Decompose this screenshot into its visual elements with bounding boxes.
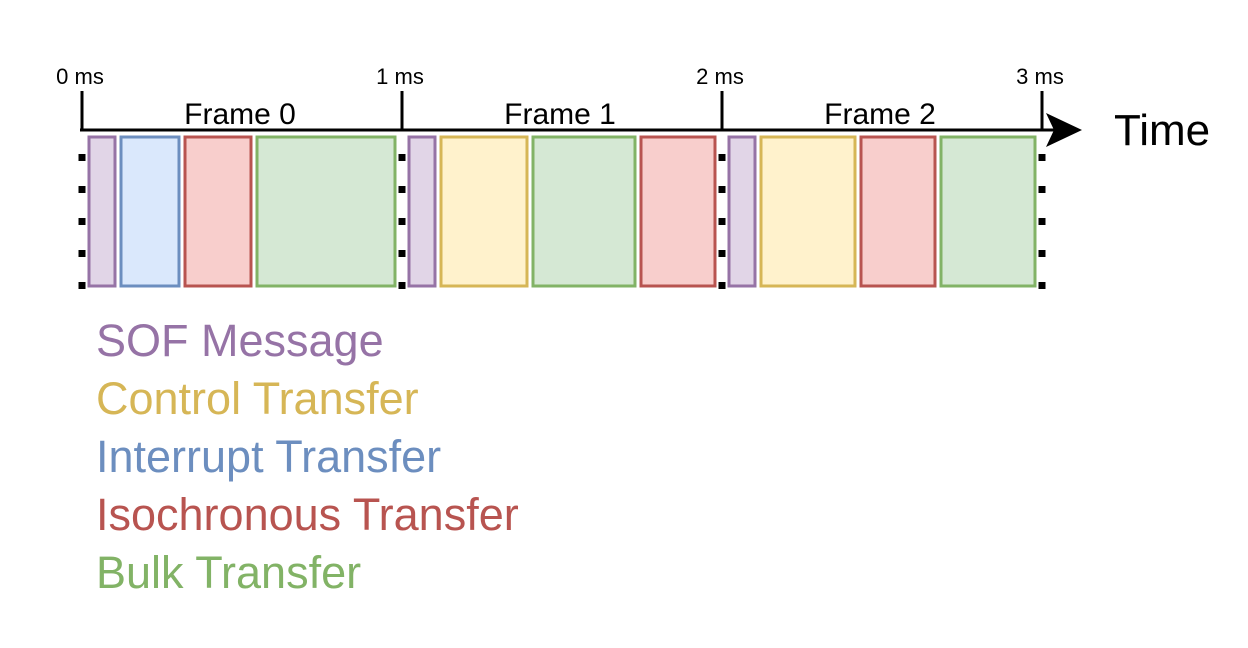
frame-2-sof-block — [727, 135, 757, 288]
frame-2-control-block — [759, 135, 857, 288]
frame-label-1: Frame 1 — [504, 98, 616, 131]
transfer-blocks — [87, 135, 1037, 288]
legend-item-bulk: Bulk Transfer — [96, 547, 362, 598]
frame-1-sof-block — [407, 135, 437, 288]
frame-2-isochronous-block — [859, 135, 937, 288]
frame-2-bulk-block — [939, 135, 1037, 288]
legend-item-isochronous: Isochronous Transfer — [96, 489, 519, 540]
frame-0-interrupt-block — [119, 135, 181, 288]
tick-label-3: 3 ms — [1016, 64, 1064, 89]
frame-0-bulk-block — [255, 135, 397, 288]
frame-1-isochronous-block — [639, 135, 717, 288]
legend-item-control: Control Transfer — [96, 373, 419, 424]
frame-1-bulk-block — [531, 135, 637, 288]
legend-item-interrupt: Interrupt Transfer — [96, 431, 442, 482]
legend: SOF Message Control Transfer Interrupt T… — [96, 312, 519, 602]
frame-0-isochronous-block — [183, 135, 253, 288]
frame-label-0: Frame 0 — [184, 98, 296, 131]
tick-label-0: 0 ms — [56, 64, 104, 89]
legend-item-sof: SOF Message — [96, 315, 384, 366]
frame-0-sof-block — [87, 135, 117, 288]
time-axis-label: Time — [1114, 106, 1210, 155]
frame-label-2: Frame 2 — [824, 98, 936, 131]
time-axis-arrowhead — [1046, 113, 1082, 147]
tick-label-2: 2 ms — [696, 64, 744, 89]
frame-1-control-block — [439, 135, 529, 288]
tick-label-1: 1 ms — [376, 64, 424, 89]
